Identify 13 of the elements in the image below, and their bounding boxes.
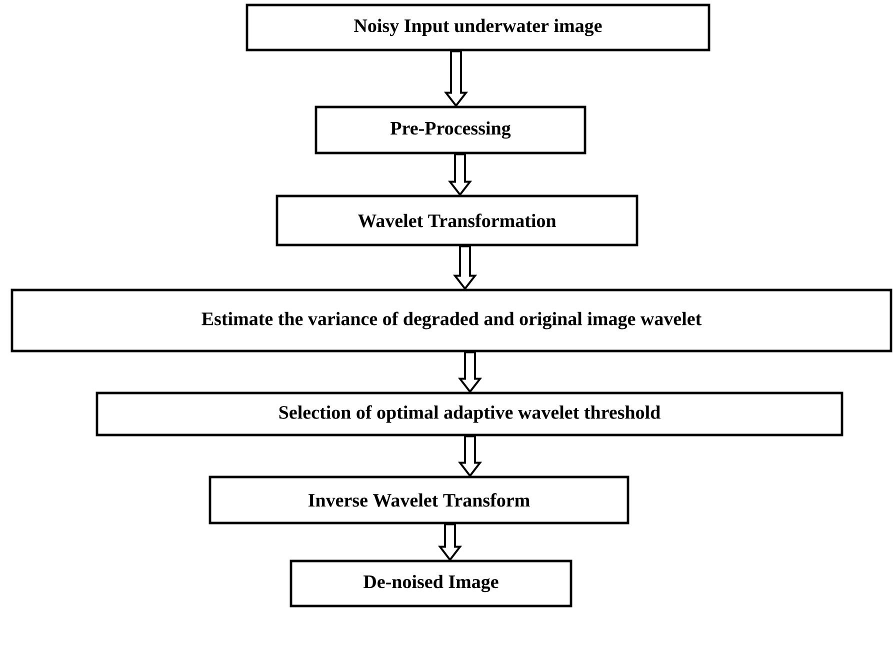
process-box: De-noised Image (290, 560, 572, 608)
block-arrow (438, 523, 462, 562)
process-box: Inverse Wavelet Transform (208, 476, 630, 524)
block-arrow (458, 435, 482, 478)
block-arrow (458, 351, 482, 394)
process-box: Noisy Input underwater image (246, 4, 710, 52)
block-arrow (448, 153, 472, 196)
block-arrow (444, 50, 468, 108)
process-box: Wavelet Transformation (276, 194, 638, 246)
process-box: Selection of optimal adaptive wavelet threshold (96, 392, 844, 436)
block-arrow (452, 245, 478, 290)
process-box: Pre-Processing (314, 106, 586, 154)
process-box: Estimate the variance of degraded and original image wavelet (10, 288, 892, 352)
